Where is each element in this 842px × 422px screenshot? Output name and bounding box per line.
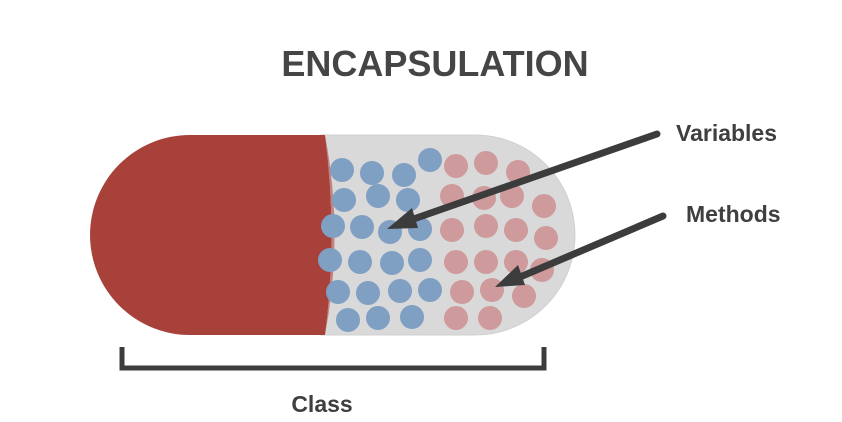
methods-arrowhead: [495, 265, 525, 287]
capsule: [90, 134, 576, 336]
variable-dot: [392, 163, 416, 187]
variable-dot: [326, 280, 350, 304]
method-dot: [444, 306, 468, 330]
diagram-title: ENCAPSULATION: [281, 43, 588, 84]
method-dot: [478, 306, 502, 330]
variable-dot: [418, 148, 442, 172]
variable-dot: [350, 215, 374, 239]
method-dot: [474, 151, 498, 175]
methods-label: Methods: [686, 201, 781, 227]
variable-dot: [380, 251, 404, 275]
variable-dot: [388, 279, 412, 303]
class-bracket: [119, 347, 547, 371]
variables-arrowhead: [387, 208, 418, 229]
method-dot: [534, 226, 558, 250]
method-dot: [504, 218, 528, 242]
method-dot: [474, 214, 498, 238]
variable-dot: [321, 214, 345, 238]
variable-dot: [366, 184, 390, 208]
variables-arrow: [401, 130, 661, 226]
capsule-red-half: [90, 135, 332, 335]
variable-dot: [408, 248, 432, 272]
variable-dot: [396, 188, 420, 212]
method-dot: [474, 250, 498, 274]
variable-dot: [366, 306, 390, 330]
variable-dot: [418, 278, 442, 302]
class-label: Class: [291, 391, 352, 417]
method-dot: [532, 194, 556, 218]
method-dot: [504, 250, 528, 274]
variables-label: Variables: [676, 120, 777, 146]
method-dot: [440, 218, 464, 242]
method-dot: [444, 154, 468, 178]
method-dot: [480, 278, 504, 302]
method-dot: [450, 280, 474, 304]
variable-dot: [348, 250, 372, 274]
method-dot: [512, 284, 536, 308]
variable-dot: [332, 188, 356, 212]
variable-dot: [400, 305, 424, 329]
methods-arrow: [509, 212, 667, 284]
method-dot: [444, 250, 468, 274]
variable-dot: [318, 248, 342, 272]
arrows: [387, 130, 667, 287]
variable-dot: [360, 161, 384, 185]
variable-dot: [330, 158, 354, 182]
variable-dot: [336, 308, 360, 332]
variable-dot: [356, 281, 380, 305]
